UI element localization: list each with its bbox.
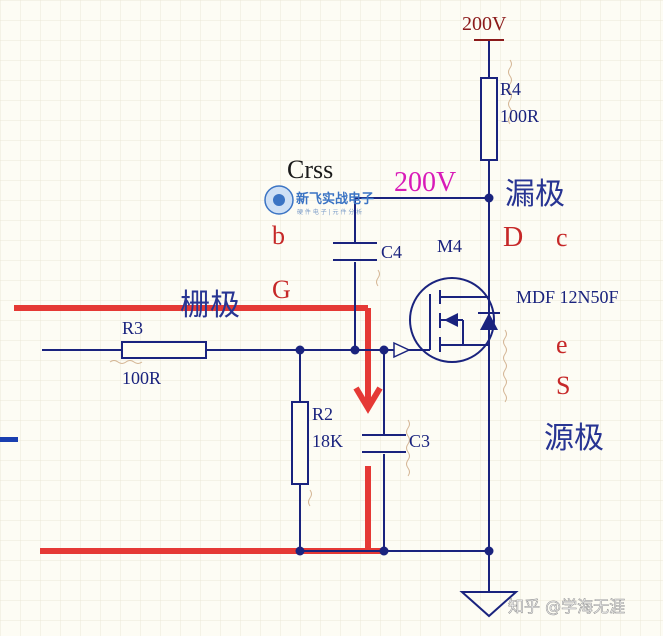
r4-body bbox=[480, 77, 498, 161]
drain-name-label: 漏极 bbox=[505, 177, 565, 212]
drain-d-label: D bbox=[503, 222, 523, 253]
gate-g-label: G bbox=[272, 275, 291, 304]
gate-input-port-icon bbox=[393, 341, 411, 359]
c4-ref: C4 bbox=[381, 242, 402, 262]
base-b-label: b bbox=[272, 221, 285, 250]
gate-name-label: 栅极 bbox=[180, 288, 240, 323]
junction-drain bbox=[484, 193, 494, 203]
wires bbox=[42, 40, 490, 592]
r3-ref: R3 bbox=[122, 318, 143, 338]
source-s-label: S bbox=[556, 371, 570, 400]
current-path-highlight bbox=[14, 305, 384, 554]
r2-value: 18K bbox=[312, 431, 343, 451]
left-edge-marker bbox=[0, 437, 18, 442]
mosfet-body-arrow-icon bbox=[444, 313, 458, 327]
ground-icon bbox=[459, 591, 519, 618]
collector-c-label: c bbox=[556, 223, 568, 252]
r3-body bbox=[121, 341, 207, 359]
supply-label: 200V bbox=[462, 13, 507, 35]
junction-r2-ground bbox=[295, 546, 305, 556]
m4-ref: M4 bbox=[437, 236, 462, 256]
highlight-arrow-icon bbox=[353, 386, 383, 414]
logo-text: 新飞实战电子 bbox=[296, 191, 374, 207]
r3-value: 100R bbox=[122, 368, 161, 388]
r2-ref: R2 bbox=[312, 404, 333, 424]
c3-ref: C3 bbox=[409, 431, 430, 451]
emitter-e-label: e bbox=[556, 330, 568, 359]
junctions bbox=[295, 193, 494, 556]
source-name-label: 源极 bbox=[544, 421, 604, 456]
logo: 新飞实战电子 硬 件 电 子 | 元 件 分 析 bbox=[264, 185, 374, 216]
r2-body bbox=[291, 401, 309, 485]
ref-squiggles bbox=[109, 59, 512, 507]
drain-voltage-label: 200V bbox=[394, 167, 456, 198]
c3-plates-icon bbox=[362, 434, 406, 453]
body-diode-icon bbox=[480, 313, 498, 330]
junction-c3-ground bbox=[379, 546, 389, 556]
crss-label: Crss bbox=[287, 155, 333, 184]
c4-plates-icon bbox=[333, 242, 377, 261]
watermark-text: 知乎 @学海无涯 bbox=[508, 597, 625, 616]
junction-r2-gate bbox=[295, 345, 305, 355]
junction-source-ground bbox=[484, 546, 494, 556]
r4-ref: R4 bbox=[500, 79, 521, 99]
junction-c4-gate bbox=[350, 345, 360, 355]
junction-c3-gate bbox=[379, 345, 389, 355]
m4-part: MDF 12N50F bbox=[516, 287, 619, 307]
r4-value: 100R bbox=[500, 106, 539, 126]
logo-subtitle: 硬 件 电 子 | 元 件 分 析 bbox=[297, 208, 362, 216]
